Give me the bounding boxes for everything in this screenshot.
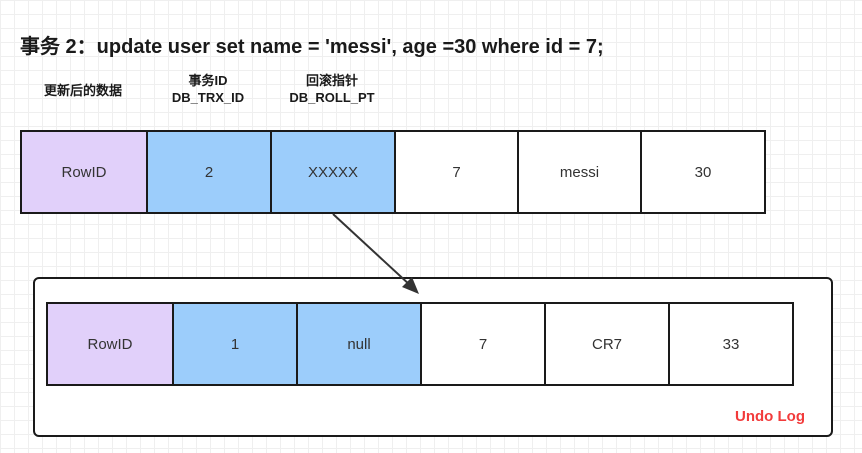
cell-rowid: RowID (22, 132, 148, 212)
roll-ptr-label: DB_ROLL_PT (289, 90, 375, 105)
cell-trx-id: 2 (148, 132, 272, 212)
trx-id-label: DB_TRX_ID (171, 90, 245, 105)
updated-data-label: 更新后的数据 (43, 83, 122, 98)
undo-cell-trx-id: 1 (174, 304, 298, 384)
label-trx-id: 事务ID DB_TRX_ID (146, 72, 270, 106)
label-roll-ptr: 回滚指针 DB_ROLL_PT (270, 72, 394, 106)
undo-log-label: Undo Log (735, 408, 805, 425)
arrow-line (332, 213, 412, 287)
label-updated-data: 更新后的数据 (20, 82, 146, 99)
cell-name: messi (519, 132, 642, 212)
undo-cell-age: 33 (670, 304, 792, 384)
arrow-head (402, 277, 419, 294)
roll-ptr-cn-label: 回滚指针 (305, 73, 358, 88)
undo-cell-name: CR7 (546, 304, 670, 384)
cell-roll-ptr: XXXXX (272, 132, 396, 212)
undo-cell-id: 7 (422, 304, 546, 384)
trx-id-cn-label: 事务ID (188, 73, 228, 88)
current-record-row: RowID 2 XXXXX 7 messi 30 (20, 130, 766, 214)
undo-cell-roll-ptr: null (298, 304, 422, 384)
undo-cell-rowid: RowID (48, 304, 174, 384)
cell-id: 7 (396, 132, 519, 212)
page-title: 事务 2：update user set name = 'messi', age… (20, 36, 604, 58)
undo-record-row: RowID 1 null 7 CR7 33 (46, 302, 794, 386)
cell-age: 30 (642, 132, 764, 212)
